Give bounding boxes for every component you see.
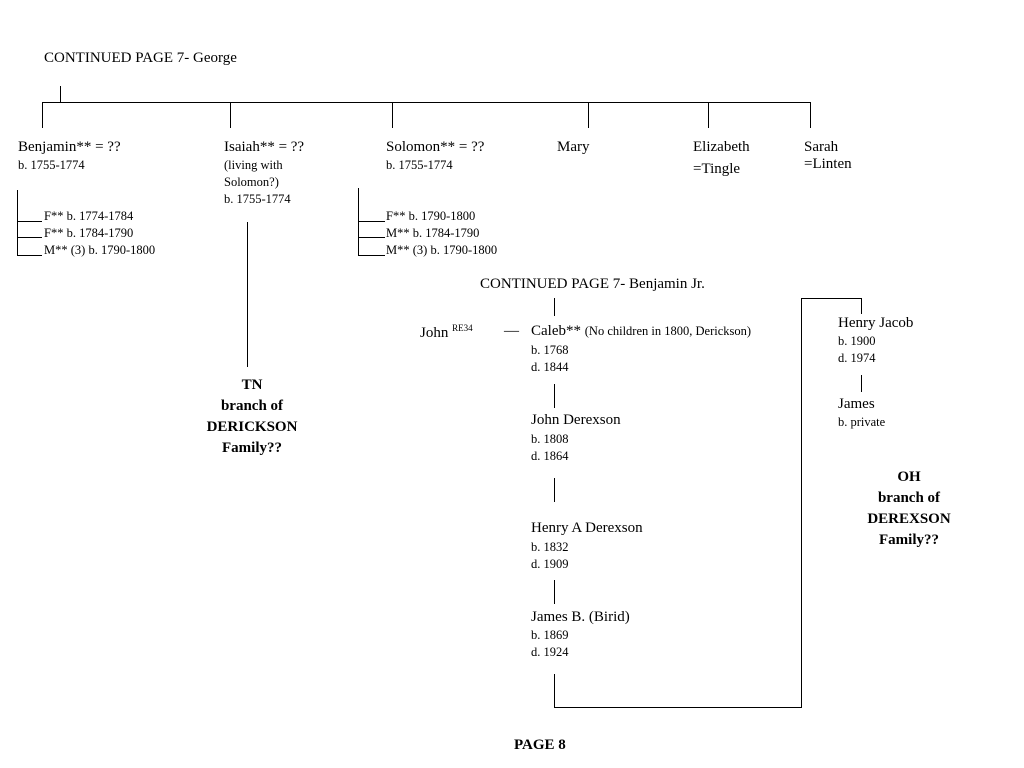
solomon-born: b. 1755-1774 (386, 158, 453, 172)
john-derexson-died: d. 1864 (531, 449, 569, 463)
mary-name: Mary (557, 139, 590, 155)
continued-benjamin-jr-header: CONTINUED PAGE 7- Benjamin Jr. (480, 276, 705, 292)
henry-a-derexson-name: Henry A Derexson (531, 520, 643, 536)
henry-jacob-died: d. 1974 (838, 351, 876, 365)
john-name: John RE34 (420, 323, 473, 341)
elizabeth-spouse: =Tingle (693, 161, 741, 177)
henry-jacob-name: Henry Jacob (838, 315, 914, 331)
john-derexson-born: b. 1808 (531, 432, 569, 446)
sarah-spouse: =Linten (804, 156, 852, 172)
benjamin-kid-2: F** b. 1784-1790 (44, 226, 134, 240)
page-number: PAGE 8 (514, 737, 566, 753)
john-caleb-dash: — (504, 323, 519, 339)
james-name: James (838, 396, 875, 412)
tn-branch-label: TN branch of DERICKSON Family?? (206, 377, 298, 456)
isaiah-note-2: Solomon?) (224, 175, 279, 189)
james-b-died: d. 1924 (531, 645, 569, 659)
solomon-kid-2: M** b. 1784-1790 (386, 226, 480, 240)
solomon-kid-1: F** b. 1790-1800 (386, 209, 476, 223)
caleb-note: (No children in 1800, Derickson) (584, 324, 752, 338)
benjamin-name: Benjamin** = ?? (18, 139, 121, 155)
john-reference: RE34 (452, 323, 473, 333)
henry-a-derexson-born: b. 1832 (531, 540, 569, 554)
james-b-name: James B. (Birid) (531, 609, 630, 625)
james-born: b. private (838, 415, 886, 429)
elizabeth-name: Elizabeth (693, 139, 750, 155)
caleb-born: b. 1768 (531, 343, 569, 357)
isaiah-name: Isaiah** = ?? (224, 139, 305, 155)
sarah-name: Sarah (804, 139, 839, 155)
oh-branch-label: OH branch of DEREXSON Family?? (867, 469, 951, 548)
isaiah-born: b. 1755-1774 (224, 192, 291, 206)
benjamin-born: b. 1755-1774 (18, 158, 85, 172)
isaiah-note-1: (living with (224, 158, 283, 172)
james-b-born: b. 1869 (531, 628, 569, 642)
solomon-name: Solomon** = ?? (386, 139, 485, 155)
benjamin-kid-3: M** (3) b. 1790-1800 (44, 243, 156, 257)
solomon-kid-3: M** (3) b. 1790-1800 (386, 243, 498, 257)
henry-jacob-born: b. 1900 (838, 334, 876, 348)
benjamin-kid-1: F** b. 1774-1784 (44, 209, 134, 223)
caleb-died: d. 1844 (531, 360, 569, 374)
caleb-name: Caleb** (No children in 1800, Derickson) (531, 323, 752, 339)
john-derexson-name: John Derexson (531, 412, 621, 428)
henry-a-derexson-died: d. 1909 (531, 557, 569, 571)
continued-george-header: CONTINUED PAGE 7- George (44, 50, 237, 66)
